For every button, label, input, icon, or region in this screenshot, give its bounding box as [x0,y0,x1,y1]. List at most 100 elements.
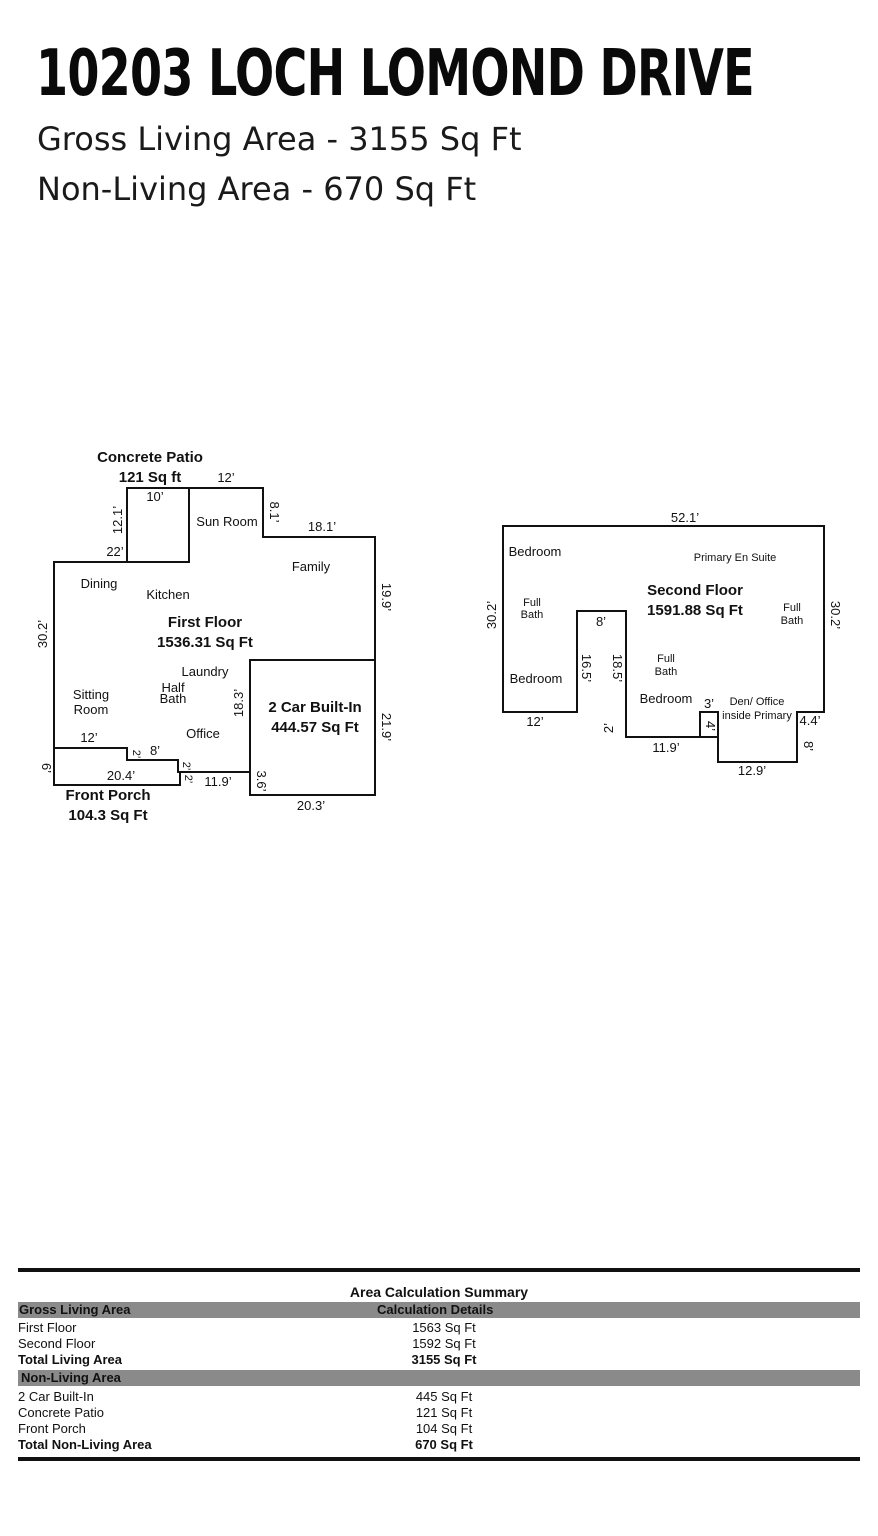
row-label: Front Porch [18,1421,86,1436]
dim-notch-a: 2’ [130,750,142,759]
first-floor-plan: Concrete Patio 121 Sq ft 10’ 12.1’ 12’ 8… [35,449,394,824]
area-calculation-summary: Area Calculation Summary Gross Living Ar… [18,1268,860,1461]
room-kitchen: Kitchen [146,587,189,602]
dim-sf-notch-top: 8’ [596,614,606,629]
room-half: Half [161,680,185,695]
row-label: 2 Car Built-In [18,1389,94,1404]
second-floor-area: 1591.88 Sq Ft [647,602,743,619]
dim-porch-top: 12’ [80,730,97,745]
gross-living-header: Gross Living Area [19,1302,131,1317]
dim-sf-bottom-left: 12’ [526,714,543,729]
row-value: 1563 Sq Ft [412,1320,476,1335]
garage-area: 444.57 Sq Ft [271,719,359,736]
summary-title: Area Calculation Summary [349,1284,529,1300]
concrete-patio-outline [126,487,190,563]
gross-living-area-line: Gross Living Area - 3155 Sq Ft [37,120,522,158]
calculation-details-header: Calculation Details [377,1302,494,1317]
table-row: Concrete Patio 121 Sq Ft [18,1405,860,1421]
dim-sf-left: 30.2’ [484,601,499,629]
dim-sf-right: 30.2’ [828,601,843,629]
room-bedroom-1: Bedroom [509,544,562,559]
dim-patio-top: 10’ [146,489,163,504]
dim-notch-b: 2’ [180,762,192,771]
dim-left-side: 30.2’ [35,620,50,648]
row-label: Total Non-Living Area [18,1437,152,1452]
non-living-header-bar: Non-Living Area [18,1370,860,1386]
second-floor-plan: 52.1’ 30.2’ 30.2’ 12’ 8’ 16.5’ 18.5’ 2’ … [484,510,843,778]
second-floor-notch-box [699,711,719,738]
dim-garage-side: 18.3’ [231,689,246,717]
room-full-2: Full [783,602,801,614]
dim-sun-top: 12’ [217,470,234,485]
room-bath-1: Bath [521,609,544,621]
table-row: Front Porch 104 Sq Ft [18,1421,860,1437]
table-row: First Floor 1563 Sq Ft [18,1320,860,1336]
room-inside-primary: inside Primary [722,710,792,722]
dim-sf-top: 52.1’ [671,510,699,525]
room-bath-2: Bath [781,615,804,627]
dim-sf-small-2: 2’ [601,723,616,733]
dim-sf-step-4: 4’ [703,721,718,731]
dim-sf-step-3: 3’ [704,696,714,711]
dim-patio-side: 12.1’ [110,506,125,534]
room-bath: Bath [160,691,187,706]
row-label: Concrete Patio [18,1405,104,1420]
row-value: 445 Sq Ft [415,1389,473,1404]
patio-title: Concrete Patio [97,449,203,466]
second-floor-title: Second Floor [647,582,743,599]
garage-outline [249,659,376,796]
room-office: Office [186,726,220,741]
room-primary-en-suite: Primary En Suite [694,552,777,564]
row-value: 670 Sq Ft [415,1437,473,1452]
row-value: 3155 Sq Ft [411,1352,477,1367]
non-living-header: Non-Living Area [21,1370,121,1385]
room-full-3: Full [657,653,675,665]
row-label: First Floor [18,1320,77,1335]
row-value: 121 Sq Ft [415,1405,473,1420]
dim-notch-c: 2’ [182,775,194,784]
porch-title: Front Porch [66,787,151,804]
dim-sf-notch-left: 16.5’ [579,654,594,682]
dim-right-lower: 21.9’ [379,713,394,741]
dim-step-8: 8’ [150,743,160,758]
room-family: Family [292,559,331,574]
room-sitting: Sitting [73,687,109,702]
room-bedroom-3: Bedroom [640,691,693,706]
total-living-row: Total Living Area 3155 Sq Ft [18,1352,860,1368]
row-value: 104 Sq Ft [415,1421,473,1436]
total-non-living-row: Total Non-Living Area 670 Sq Ft [18,1437,860,1453]
non-living-area-line: Non-Living Area - 670 Sq Ft [37,170,477,208]
room-sun-room: Sun Room [196,514,257,529]
first-floor-area: 1536.31 Sq Ft [157,634,253,651]
first-floor-outline [53,487,376,773]
front-porch-outline [53,748,181,786]
dim-sf-notch-right: 18.5’ [610,654,625,682]
table-row: Second Floor 1592 Sq Ft [18,1336,860,1352]
dim-sf-right-8: 8’ [801,741,816,751]
property-address-title: 10203 LOCH LOMOND DRIVE [36,37,755,111]
room-dining: Dining [81,576,118,591]
first-floor-title: First Floor [168,614,242,631]
table-row: 2 Car Built-In 445 Sq Ft [18,1389,860,1405]
dim-sf-bottom-mid: 11.9’ [652,740,679,755]
porch-area: 104.3 Sq Ft [68,807,147,824]
dim-sf-right-44: 4.4’ [800,713,821,728]
dim-family-top: 18.1’ [308,519,336,534]
gross-living-header-bar: Gross Living Area Calculation Details [18,1302,860,1318]
patio-area: 121 Sq ft [119,469,182,486]
room-laundry: Laundry [182,664,229,679]
row-label: Second Floor [18,1336,96,1351]
dim-porch-bottom: 20.4’ [107,768,135,783]
dim-front-119: 11.9’ [204,774,231,789]
row-value: 1592 Sq Ft [412,1336,476,1351]
room-bedroom-2: Bedroom [510,671,563,686]
dim-sun-side: 8.1’ [267,502,282,523]
garage-title: 2 Car Built-In [268,699,361,716]
room-room: Room [74,702,109,717]
row-label: Total Living Area [18,1352,123,1367]
dim-garage-bottom: 20.3’ [297,798,325,813]
dim-garage-36: 3.6’ [254,771,269,792]
dim-sf-bottom-right: 12.9’ [738,763,766,778]
room-den-office: Den/ Office [730,696,785,708]
